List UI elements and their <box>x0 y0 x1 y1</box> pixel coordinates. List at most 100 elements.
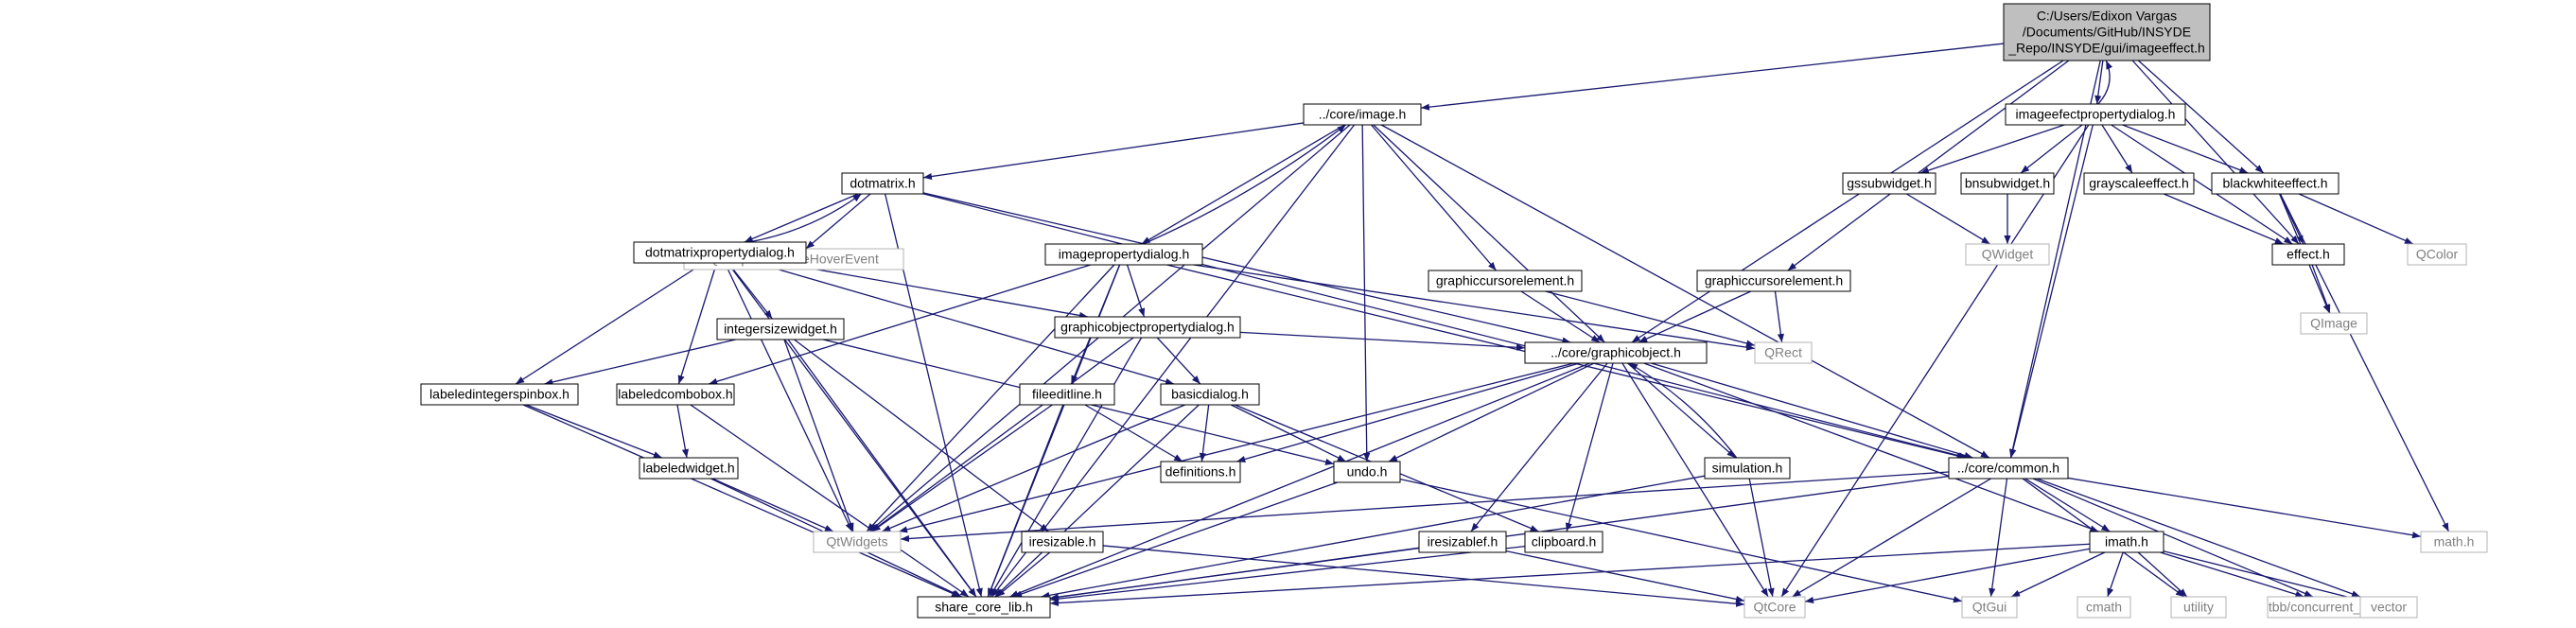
edge-bd-to-share <box>994 404 1200 598</box>
edge-root-to-image <box>1420 43 2005 111</box>
edge-common-to-qtwidgets <box>900 471 1950 543</box>
edge-ires-to-qtcore <box>1102 545 1745 607</box>
node-clip[interactable]: clipboard.h <box>1524 531 1603 553</box>
node-box <box>1160 461 1241 483</box>
node-box <box>2083 172 2195 195</box>
node-lisb[interactable]: labeledintegerspinbox.h <box>420 383 579 406</box>
node-share[interactable]: share_core_lib.h <box>917 596 1051 619</box>
node-box <box>1418 531 1507 553</box>
node-gce2[interactable]: graphiccursorelement.h <box>1696 270 1851 292</box>
node-label: utility <box>2183 600 2214 615</box>
edge-common-to-mathh <box>2067 477 2422 539</box>
header-nodes: C:/Users/Edixon Vargas/Documents/GitHub/… <box>420 3 2488 619</box>
edge-common-to-tbb <box>2032 478 2314 598</box>
edge-iepd-to-common <box>2009 124 2094 459</box>
node-label: imageefectpropertydialog.h <box>2016 107 2176 122</box>
edge-root-to-gce2 <box>1787 60 2070 271</box>
node-bd[interactable]: basicdialog.h <box>1160 383 1260 406</box>
node-box <box>2170 596 2227 619</box>
node-gray[interactable]: grayscaleeffect.h <box>2083 172 2195 195</box>
node-label: dotmatrixpropertydialog.h <box>645 245 795 260</box>
node-dmpd[interactable]: dotmatrixpropertydialog.h <box>633 241 807 264</box>
edge-ipd-to-image <box>1143 124 1347 245</box>
node-box <box>1019 383 1115 406</box>
node-imath[interactable]: imath.h <box>2089 531 2164 553</box>
node-iepd[interactable]: imageefectpropertydialog.h <box>2005 103 2186 126</box>
edge-dmpd-to-dotmatrix <box>748 193 862 243</box>
node-qtcore: QtCore <box>1744 596 1806 619</box>
node-bnsub[interactable]: bnsubwidget.h <box>1960 172 2055 195</box>
node-ires[interactable]: iresizable.h <box>1021 531 1104 553</box>
node-box <box>2003 3 2211 61</box>
edge-imath-to-share <box>1049 543 2091 607</box>
node-undo[interactable]: undo.h <box>1333 461 1401 483</box>
node-fel[interactable]: fileeditline.h <box>1019 383 1115 406</box>
node-go[interactable]: ../core/graphicobject.h <box>1524 341 1708 364</box>
node-gopd[interactable]: graphicobjectpropertydialog.h <box>1054 316 1241 339</box>
edge-root-to-bw <box>2137 60 2265 174</box>
node-box <box>1948 457 2069 480</box>
node-box <box>1044 243 1203 266</box>
node-qwidget: QWidget <box>1965 243 2050 266</box>
node-label: iresizable.h <box>1029 534 1096 550</box>
node-effect[interactable]: effect.h <box>2271 243 2345 266</box>
edge-dmpd-to-lcb <box>677 262 718 385</box>
node-qimage: QImage <box>2300 312 2368 335</box>
edge-bw-to-mathh <box>2279 193 2450 532</box>
node-root[interactable]: C:/Users/Edixon Vargas/Documents/GitHub/… <box>2003 3 2211 61</box>
node-label: clipboard.h <box>1532 534 1597 550</box>
node-image[interactable]: ../core/image.h <box>1303 103 1422 126</box>
node-mathh: math.h <box>2420 531 2488 553</box>
node-common[interactable]: ../core/common.h <box>1948 457 2069 480</box>
node-ipd[interactable]: imagepropertydialog.h <box>1044 243 1203 266</box>
node-box <box>1744 596 1806 619</box>
edge-bw-to-qcolor <box>2298 193 2414 245</box>
edge-imath-to-qtgui <box>2010 551 2106 598</box>
node-bw[interactable]: blackwhiteeffect.h <box>2211 172 2339 195</box>
node-gssub[interactable]: gssubwidget.h <box>1842 172 1936 195</box>
node-isw[interactable]: integersizewidget.h <box>716 318 845 340</box>
edge-gopd-to-go <box>1239 331 1526 351</box>
node-qrect: QRect <box>1754 341 1813 364</box>
edge-bd-to-defs <box>1199 404 1210 462</box>
node-box <box>841 172 924 195</box>
node-box <box>2005 103 2186 126</box>
edge-go-to-sim <box>1627 362 1736 459</box>
node-box <box>2359 596 2418 619</box>
node-label: ../core/image.h <box>1319 107 1407 122</box>
edge-go-to-qtwidgets <box>898 362 1575 533</box>
node-label: imagepropertydialog.h <box>1059 247 1190 262</box>
node-label: definitions.h <box>1165 464 1236 480</box>
edge-ipd-to-qrect <box>1193 264 1756 351</box>
node-box <box>1303 103 1422 126</box>
node-lw[interactable]: labeledwidget.h <box>639 457 739 480</box>
edge-dotmatrix-to-dmpd <box>744 193 859 243</box>
edge-image-to-ipd <box>1141 124 1345 245</box>
edge-iresf-to-qtcore <box>1505 550 1745 602</box>
node-dotmatrix[interactable]: dotmatrix.h <box>841 172 924 195</box>
node-cmath: cmath <box>2077 596 2131 619</box>
edge-imath-to-tbb <box>2160 551 2304 598</box>
node-defs[interactable]: definitions.h <box>1160 461 1241 483</box>
node-iresf[interactable]: iresizablef.h <box>1418 531 1507 553</box>
node-label: basicdialog.h <box>1171 387 1249 402</box>
node-gce1[interactable]: graphiccursorelement.h <box>1428 270 1583 292</box>
node-box <box>1704 457 1791 480</box>
edge-root-to-iepd <box>2094 60 2104 105</box>
node-label: labeledwidget.h <box>642 461 734 476</box>
node-label: share_core_lib.h <box>935 600 1033 615</box>
edge-go-to-undo <box>1388 362 1595 462</box>
node-label: _Repo/INSYDE/gui/imageeffect.h <box>2007 41 2205 56</box>
node-lcb[interactable]: labeledcombobox.h <box>616 383 735 406</box>
node-box <box>1754 341 1813 364</box>
node-sim[interactable]: simulation.h <box>1704 457 1791 480</box>
edge-dotmatrix-to-share <box>884 193 983 598</box>
edge-root-to-go <box>1631 60 2064 343</box>
edge-gopd-to-bd <box>1156 337 1201 385</box>
edge-effect-to-qimage <box>2311 264 2331 314</box>
node-label: gssubwidget.h <box>1847 176 1932 191</box>
edge-ipd-to-gopd <box>1126 264 1146 318</box>
edge-imath-to-vector <box>2163 550 2361 602</box>
node-box <box>2407 243 2467 266</box>
node-utility: utility <box>2170 596 2227 619</box>
